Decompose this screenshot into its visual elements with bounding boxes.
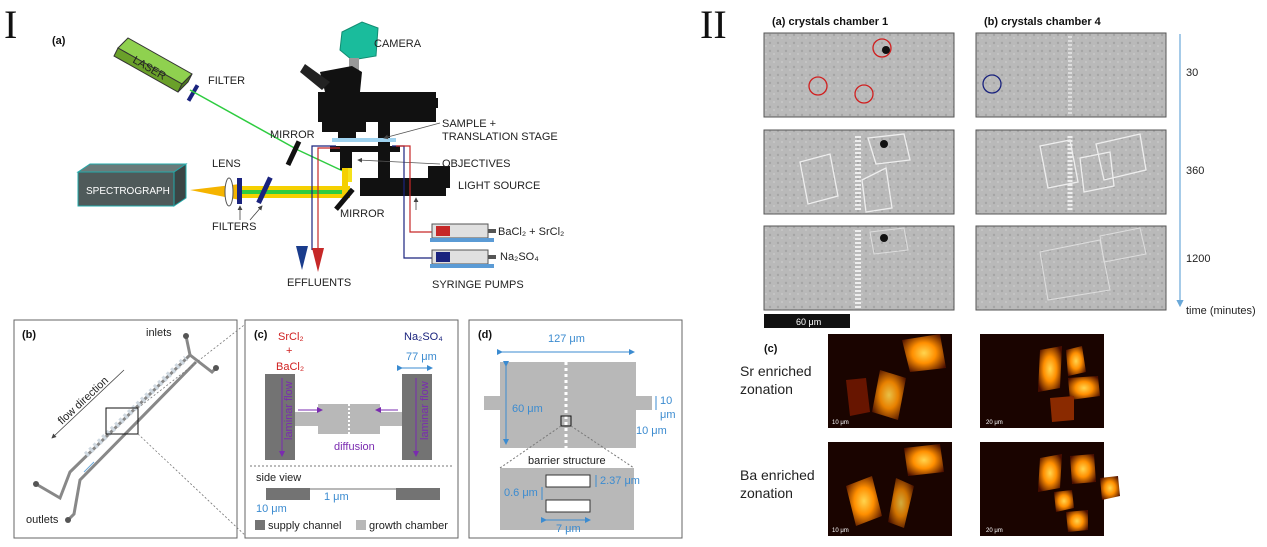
panel-b-label: (b) [22,329,36,341]
mirror-bottom-label: MIRROR [340,208,385,220]
scale-20a-label: 20 μm [986,420,1003,426]
sample-label-2: TRANSLATION STAGE [442,131,558,143]
lens-label: LENS [212,158,241,170]
width-127-label: 127 μm [548,333,585,345]
panel-c-channel: (c) SrCl₂ + BaCl₂ Na₂SO₄ 77 μm laminar f… [244,319,459,539]
depth-10-label: 10 μm [256,503,287,515]
time-360-label: 360 [1186,165,1204,177]
mirror-top-icon [285,140,302,167]
panel-ii-c-label: (c) [764,343,778,355]
width-77-label: 77 μm [406,351,437,363]
col-a-label-text: (a) crystals chamber 1 [772,16,888,28]
filter-icon [186,84,200,102]
zoom-region-box [105,407,139,435]
na2so4-label: Na₂SO₄ [500,251,539,263]
legend-growth-swatch [356,520,366,530]
part-i-label: I [4,2,17,47]
micrograph-grid [763,32,1167,311]
inlet-10b-label: μm [660,409,676,421]
micrograph-b-30 [975,32,1167,118]
spectrograph-icon [76,163,188,207]
syringe-pumps-label: SYRINGE PUMPS [432,279,524,291]
laser-beam [189,89,299,151]
laser-beam-2 [297,149,346,173]
scale-10b-label: 10 μm [832,528,849,534]
col-a-label: (a) crystals chamber 1 [772,16,888,28]
part-ii-label: II [700,2,727,47]
syringe-pump-icon [430,223,496,268]
outlets-label: outlets [26,514,59,526]
panel-c-label: (c) [254,329,268,341]
camera-label: CAMERA [374,38,422,50]
filter-label: FILTER [208,75,245,87]
chamber-rect [500,362,636,448]
plus-label: + [286,345,292,357]
depth-1-label: 1 μm [324,491,349,503]
scale-10a-label: 10 μm [832,420,849,426]
gap-06-label: 0.6 μm [504,487,538,499]
col-b-label-text: (b) crystals chamber 4 [984,16,1102,28]
diffusion-label: diffusion [334,441,375,453]
time-axis-label: time (minutes) [1186,305,1256,317]
fluorescence-images [828,334,1120,536]
ba-label-2: zonation [740,485,793,501]
panel-a-setup: (a) LASER FILTER CAMERA [52,21,564,291]
legend-supply-swatch [255,520,265,530]
side-view-label: side view [256,472,301,484]
effluents-label: EFFLUENTS [287,277,351,289]
srcl2-label: SrCl₂ [278,331,304,343]
effluent-tube-blue [296,246,308,270]
width-7-label: 7 μm [556,523,581,535]
mirror-bottom-icon [334,187,355,211]
panel-a-label: (a) [52,35,66,47]
scale-bar-label: 60 μm [796,317,821,327]
scale-bar [764,314,850,328]
bacl2-srcl2-label: BaCl₂ + SrCl₂ [498,226,564,238]
scale-20b-label: 20 μm [986,528,1003,534]
laminar-flow-left-label: laminar flow [283,381,295,440]
effluent-tube-red [312,248,324,272]
lens-icon [224,177,234,207]
inlet-10c-label: 10 μm [636,425,667,437]
c-na2so4-label: Na₂SO₄ [404,331,443,343]
ba-label-1: Ba enriched [740,467,815,483]
height-60-label: 60 μm [512,403,543,415]
col-b-label: (b) crystals chamber 4 [984,16,1102,28]
sr-label-2: zonation [740,381,793,397]
spectrograph-label: SPECTROGRAPH [86,186,170,197]
inlets-label: inlets [146,327,172,339]
time-30-label: 30 [1186,67,1198,79]
barrier-label: barrier structure [528,455,606,467]
bacl2-label: BaCl₂ [276,361,304,373]
mirror-top-label: MIRROR [270,129,315,141]
panel-b-chip: (b) inlets outlets flow direction [13,319,249,539]
inlet-10a-label: 10 [660,395,672,407]
microscope-icon [300,64,450,196]
supply-channel-left [265,374,295,460]
laminar-flow-right-label: laminar flow [419,381,431,440]
legend-growth-label: growth chamber [369,520,448,532]
panel-d-dimensions: (d) 127 μm 60 μm 10 μm 10 μm barrier str… [468,319,683,539]
sr-label-1: Sr enriched [740,363,812,379]
micrograph-a-30 [763,32,955,118]
legend-supply-label: supply channel [268,520,341,532]
objectives-label: OBJECTIVES [442,158,510,170]
height-237-label: 2.37 μm [600,475,640,487]
filter-2-icon [256,176,273,204]
micrograph-b-1200 [975,225,1167,311]
camera-icon [339,21,379,72]
time-1200-label: 1200 [1186,253,1210,265]
light-source-label: LIGHT SOURCE [458,180,540,192]
supply-channel-right [402,374,432,460]
filter-1-icon [237,178,242,204]
panel-d-label: (d) [478,329,492,341]
sample-label-1: SAMPLE + [442,118,496,130]
filters-label: FILTERS [212,221,256,233]
laser-icon: LASER [113,37,193,93]
